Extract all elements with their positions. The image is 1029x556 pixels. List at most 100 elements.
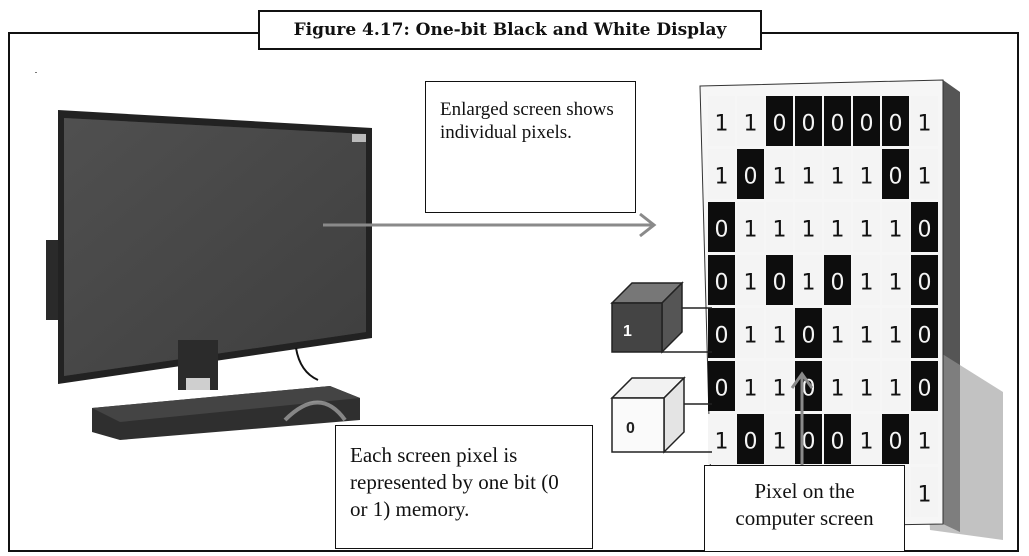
pixel-cell <box>911 361 938 411</box>
pixel-cell <box>882 255 909 305</box>
enlarged-screen-callout: Enlarged screen shows individual pixels. <box>425 81 636 213</box>
monitor-illustration <box>46 110 372 440</box>
pixel-cell <box>766 361 793 411</box>
pixel-cell <box>853 308 880 358</box>
pixel-cell <box>737 361 764 411</box>
pixel-cell <box>708 255 735 305</box>
pixel-cell <box>853 414 880 464</box>
pixel-bit-label: 0 <box>715 377 729 402</box>
pixel-cell <box>766 96 793 146</box>
cube-label-0: 0 <box>626 420 635 437</box>
pixel-cell <box>737 414 764 464</box>
pixel-cell <box>911 414 938 464</box>
pixel-bit-label: 0 <box>831 271 845 296</box>
pixel-bit-label: 1 <box>773 324 787 349</box>
pixel-cell <box>853 149 880 199</box>
pixel-cell <box>911 202 938 252</box>
pixel-bit-label: 1 <box>918 483 932 508</box>
pixel-bit-label: 0 <box>918 324 932 349</box>
pixel-cell <box>853 361 880 411</box>
pixel-cell <box>708 361 735 411</box>
pixel-on-screen-callout: Pixel on the computer screen <box>704 465 905 552</box>
pixel-cell <box>737 202 764 252</box>
pixel-bit-label: 0 <box>889 112 903 137</box>
pixel-cell <box>882 308 909 358</box>
pixel-cell <box>911 96 938 146</box>
pixel-cell <box>911 149 938 199</box>
pixel-bit-label: 1 <box>860 377 874 402</box>
pixel-bit-label: 1 <box>889 324 903 349</box>
pixel-bit-callout: Each screen pixel is represented by one … <box>335 425 593 549</box>
pixel-cell <box>737 149 764 199</box>
pixel-cell <box>737 255 764 305</box>
pixel-bit-label: 1 <box>831 218 845 243</box>
pixel-cell <box>795 361 822 411</box>
pixel-bit-label: 0 <box>802 324 816 349</box>
pixel-cell <box>911 467 938 517</box>
pixel-cell <box>853 255 880 305</box>
pixel-bit-label: 1 <box>918 112 932 137</box>
pixel-cell <box>882 414 909 464</box>
pixel-bit-label: 1 <box>831 377 845 402</box>
pixel-bit-label: 0 <box>773 112 787 137</box>
pixel-bit-label: 1 <box>715 112 729 137</box>
memory-cube-dark: 1 <box>610 281 712 354</box>
pixel-cell <box>708 414 735 464</box>
pixel-bit-label: 0 <box>831 112 845 137</box>
pixel-bit-label: 1 <box>715 165 729 190</box>
pixel-bit-label: 0 <box>802 112 816 137</box>
pixel-cell <box>911 255 938 305</box>
pixel-bit-label: 1 <box>744 377 758 402</box>
pixel-cell <box>882 361 909 411</box>
pixel-cell <box>708 149 735 199</box>
pixel-cell <box>795 308 822 358</box>
pixel-bit-label: 1 <box>831 324 845 349</box>
pixel-cell <box>911 308 938 358</box>
pixel-cell <box>824 202 851 252</box>
pixel-cell <box>708 308 735 358</box>
pixel-bit-label: 1 <box>744 112 758 137</box>
memory-cube-light: 0 <box>610 376 712 454</box>
pixel-bit-label: 0 <box>889 165 903 190</box>
pixel-bit-label: 1 <box>860 324 874 349</box>
pixel-bit-label: 0 <box>715 271 729 296</box>
pixel-cell <box>795 96 822 146</box>
pixel-bit-label: 1 <box>918 430 932 455</box>
pixel-cell <box>766 202 793 252</box>
pixel-bit-label: 1 <box>860 271 874 296</box>
pixel-bit-label: 0 <box>889 430 903 455</box>
pixel-bit-label: 0 <box>744 430 758 455</box>
pixel-bit-label: 1 <box>860 218 874 243</box>
pixel-cell <box>766 255 793 305</box>
pixel-bit-label: 1 <box>802 218 816 243</box>
pixel-cell <box>882 149 909 199</box>
pixel-bit-label: 1 <box>918 165 932 190</box>
pixel-cell <box>737 308 764 358</box>
pixel-bit-label: 1 <box>860 165 874 190</box>
pixel-bit-label: 1 <box>860 430 874 455</box>
pixel-bit-label: 1 <box>773 165 787 190</box>
enlarged-screen-text: Enlarged screen shows individual pixels. <box>440 99 614 143</box>
pixel-bit-label: 0 <box>831 430 845 455</box>
pixel-bit-label: 0 <box>918 218 932 243</box>
pixel-pointer-arrow <box>790 371 814 465</box>
pixel-bit-label: 1 <box>744 218 758 243</box>
pixel-bit-label: 1 <box>744 271 758 296</box>
pixel-cell <box>766 308 793 358</box>
pixel-cell <box>795 202 822 252</box>
pixel-bit-label: 1 <box>744 324 758 349</box>
pixel-cell <box>766 149 793 199</box>
pixel-cell <box>795 149 822 199</box>
pixel-cell <box>708 96 735 146</box>
pixel-cell <box>795 414 822 464</box>
pixel-cell <box>824 308 851 358</box>
pixel-bit-label: 1 <box>889 271 903 296</box>
pixel-bit-label: 0 <box>860 112 874 137</box>
pixel-bit-label: 1 <box>889 377 903 402</box>
pixel-bit-label: 0 <box>715 324 729 349</box>
pixel-bit-label: 0 <box>802 377 816 402</box>
pixel-cell <box>853 202 880 252</box>
pixel-bit-label: 0 <box>744 165 758 190</box>
